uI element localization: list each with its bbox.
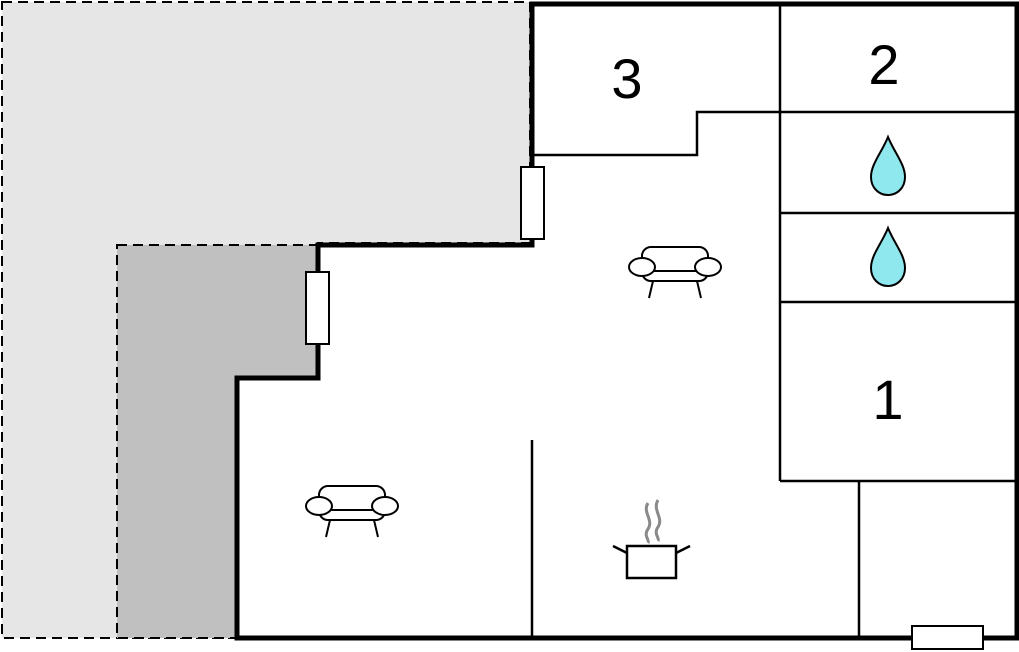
bedroom-3-label: 3 xyxy=(611,47,642,110)
sofa-icon xyxy=(628,246,722,299)
window-upper xyxy=(520,166,545,240)
window-left xyxy=(305,271,330,345)
interior-walls xyxy=(530,4,1017,638)
sofa-icon xyxy=(305,485,399,538)
water-drop-icon xyxy=(869,225,907,288)
cooking-pot-icon xyxy=(612,499,691,580)
building-outline xyxy=(234,1,1019,641)
water-drop-icon xyxy=(869,134,907,197)
window-bottom xyxy=(911,625,984,650)
bedroom-1-label: 1 xyxy=(872,368,903,431)
bedroom-2-label: 2 xyxy=(868,33,899,96)
